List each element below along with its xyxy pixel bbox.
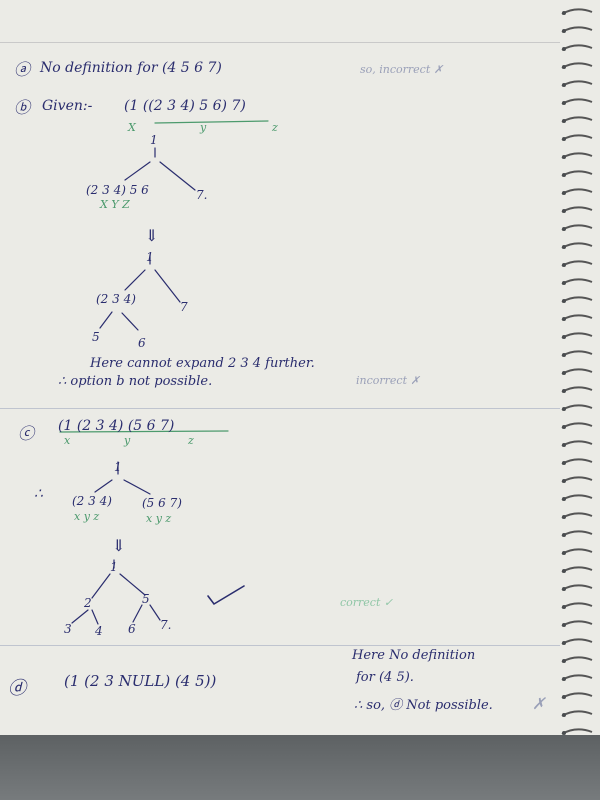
part-d-expression: (1 (2 3 NULL) (4 5)) [64, 672, 217, 690]
spiral-coil [561, 332, 593, 339]
tree-c2-leaf-3: 3 [64, 622, 72, 636]
part-c-y-label: y [124, 434, 131, 447]
tree-b-right-node: 7. [196, 188, 208, 202]
spiral-coil [561, 278, 593, 285]
spiral-coil [561, 458, 593, 465]
tree-c-arrow: ⇓ [112, 536, 126, 555]
part-a-text: No definition for (4 5 6 7) [40, 60, 222, 76]
spiral-coil [561, 494, 593, 501]
tree-b-arrow: ⇓ [145, 226, 159, 245]
spiral-coil [561, 44, 593, 51]
tree-b-left-node: (2 3 4) 5 6 [86, 183, 149, 197]
spiral-coil [561, 674, 593, 681]
tree-c2-leaf-4: 4 [95, 624, 103, 638]
tree-c2-node-5: 5 [142, 592, 150, 606]
rule-line [0, 42, 560, 43]
tree-c2-leaf-7: 7. [160, 618, 172, 632]
spiral-coil [561, 656, 593, 663]
spiral-coil [561, 530, 593, 537]
spiral-coil [561, 296, 593, 303]
spiral-coil [561, 80, 593, 87]
tree-b2-right: 7 [180, 300, 188, 314]
spiral-coil [561, 440, 593, 447]
part-b-x-label: X [128, 121, 136, 134]
tree-c-left-vars: x y z [74, 510, 100, 523]
tree-b2-leaf-6: 6 [138, 336, 146, 350]
section-divider [0, 408, 560, 409]
part-d-verdict: ✗ [532, 694, 546, 713]
tree-b-left-vars: X Y Z [100, 198, 130, 211]
part-b-expression: (1 ((2 3 4) 5 6) 7) [124, 98, 246, 114]
tree-b2-node-234: (2 3 4) [96, 292, 136, 306]
part-b-y-label: y [200, 121, 207, 134]
part-c-expression: (1 (2 3 4) (5 6 7) [58, 418, 175, 434]
spiral-coil [561, 350, 593, 357]
part-d-note-1: Here No definition [352, 648, 476, 663]
part-b-z-label: z [272, 121, 278, 134]
spiral-coil [561, 710, 593, 717]
section-divider [0, 645, 560, 646]
spiral-coil [561, 224, 593, 231]
tree-c-right-node: (5 6 7) [142, 496, 182, 510]
tree-c2-node-2: 2 [84, 596, 92, 610]
spiral-coil [561, 260, 593, 267]
part-c-z-label: z [188, 434, 194, 447]
tree-b2-root: 1 [146, 250, 154, 264]
spiral-coil [561, 368, 593, 375]
tree-b-root: 1 [150, 133, 158, 147]
spiral-coil [561, 188, 593, 195]
part-b-label: ⓑ [14, 98, 31, 117]
notebook-page [0, 0, 600, 735]
part-c-verdict: correct ✓ [340, 596, 394, 609]
part-b-given: Given:- [42, 98, 93, 114]
spiral-coil [561, 404, 593, 411]
spiral-coil [561, 206, 593, 213]
part-b-note-2: ∴ option b not possible. [58, 374, 213, 389]
spiral-coil [561, 620, 593, 627]
spiral-coil [561, 422, 593, 429]
spiral-coil [561, 548, 593, 555]
spiral-coil [561, 62, 593, 69]
spiral-coil [561, 386, 593, 393]
therefore-symbol: ∴ [34, 486, 43, 502]
part-d-note-2: for (4 5). [356, 670, 414, 685]
table-surface [0, 735, 600, 800]
part-d-note-3: ∴ so, ⓓ Not possible. [354, 698, 493, 713]
part-b-verdict: incorrect ✗ [356, 374, 420, 387]
spiral-coil [561, 152, 593, 159]
tree-c-right-vars: x y z [146, 512, 172, 525]
part-a-verdict: so, incorrect ✗ [360, 63, 443, 76]
tree-c-left-node: (2 3 4) [72, 494, 112, 508]
part-c-x-label: x [64, 434, 71, 447]
spiral-coil [561, 566, 593, 573]
spiral-coil [561, 692, 593, 699]
spiral-coil [561, 512, 593, 519]
part-a-label: ⓐ [14, 60, 31, 79]
tree-c2-root: 1 [110, 560, 118, 574]
spiral-coil [561, 116, 593, 123]
spiral-coil [561, 638, 593, 645]
part-d-label: ⓓ [8, 678, 26, 699]
spiral-coil [561, 134, 593, 141]
spiral-coil [561, 170, 593, 177]
spiral-coil [561, 8, 593, 15]
spiral-coil [561, 476, 593, 483]
tree-c-root: 1 [114, 460, 122, 474]
tree-c2-leaf-6: 6 [128, 622, 136, 636]
spiral-coil [561, 26, 593, 33]
spiral-coil [561, 728, 593, 735]
tree-b2-leaf-5: 5 [92, 330, 100, 344]
spiral-coil [561, 602, 593, 609]
spiral-coil [561, 314, 593, 321]
spiral-coil [561, 242, 593, 249]
spiral-coil [561, 98, 593, 105]
part-c-label: ⓒ [18, 424, 35, 443]
spiral-coil [561, 584, 593, 591]
part-b-note-1: Here cannot expand 2 3 4 further. [90, 356, 315, 371]
